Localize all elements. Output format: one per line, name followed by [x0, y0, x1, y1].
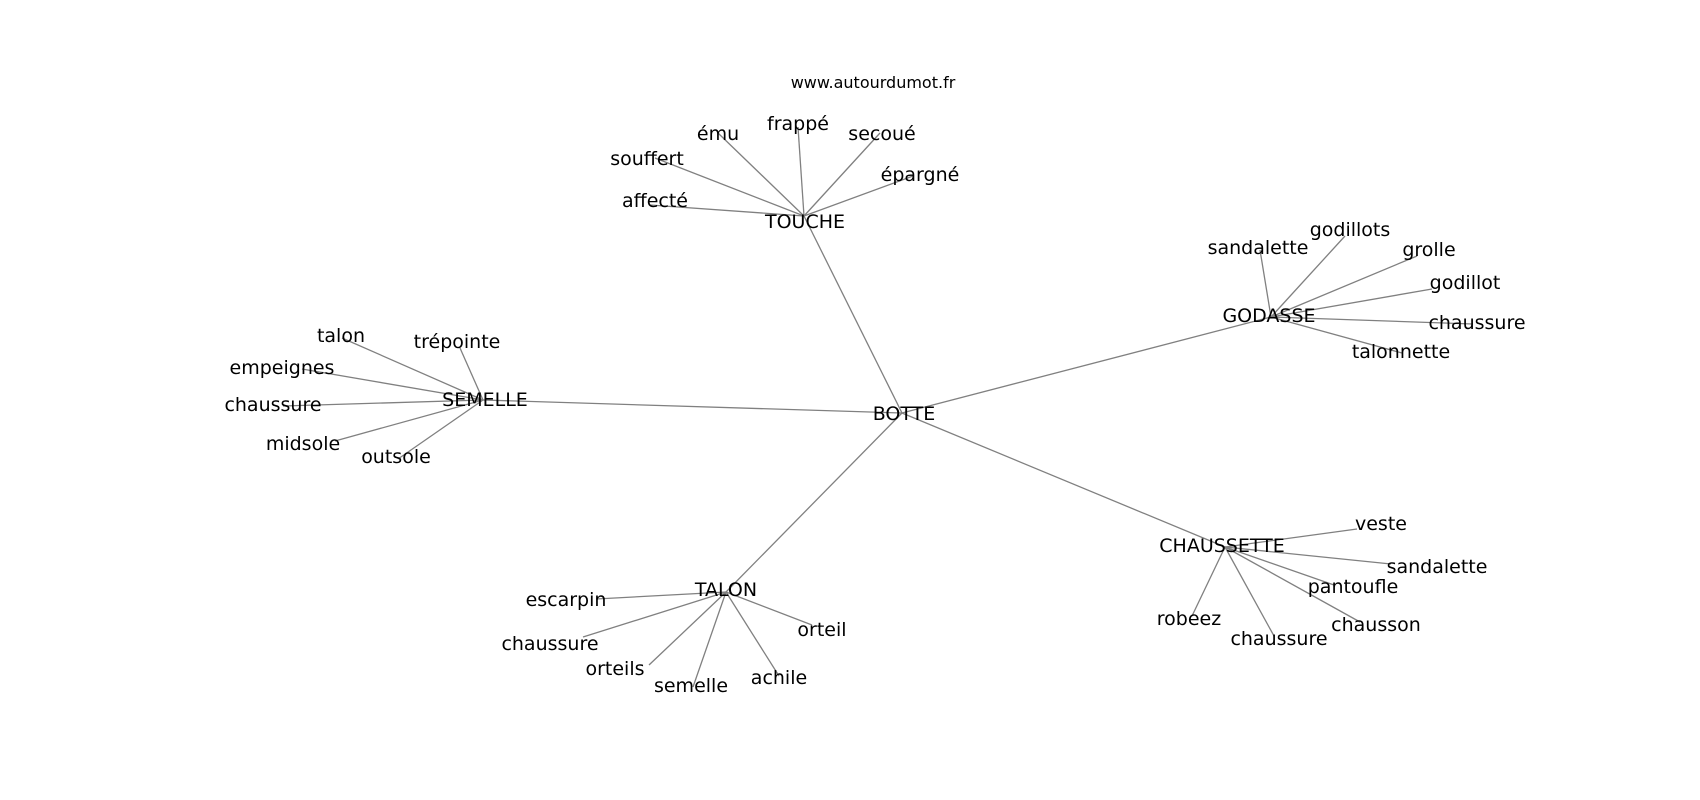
- edge-godasse-godillot: [1270, 288, 1433, 318]
- leaf-node-talon-orteils[interactable]: orteils: [585, 658, 644, 680]
- edge-chaussette-robeez: [1191, 546, 1226, 617]
- edge-touche-emu: [717, 132, 805, 217]
- edge-chaussette-pantoufle: [1224, 546, 1335, 586]
- edge-semelle-chaussure: [282, 399, 484, 407]
- edge-talon-achile: [725, 591, 780, 677]
- edge-semelle-empeignes: [301, 368, 484, 401]
- edge-touche-epargne: [803, 175, 914, 217]
- leaf-node-semelle-chaussure[interactable]: chaussure: [224, 394, 321, 416]
- edge-talon-orteils: [648, 591, 727, 666]
- leaf-node-semelle-empeignes[interactable]: empeignes: [230, 357, 335, 379]
- leaf-node-touche-epargne[interactable]: épargné: [881, 164, 960, 186]
- leaf-node-chaussette-chausson[interactable]: chausson: [1331, 614, 1421, 636]
- hub-node-talon[interactable]: TALON: [694, 579, 757, 601]
- leaf-node-talon-chaussure[interactable]: chaussure: [501, 633, 598, 655]
- source-credit[interactable]: www.autourdumot.fr: [791, 73, 956, 92]
- leaf-node-godasse-grolle[interactable]: grolle: [1402, 239, 1455, 261]
- leaf-node-chaussette-veste[interactable]: veste: [1355, 513, 1407, 535]
- edge-semelle-outsole: [397, 399, 484, 460]
- edge-chaussette-chaussure: [1224, 546, 1275, 637]
- leaf-node-semelle-talon[interactable]: talon: [317, 325, 365, 347]
- leaf-node-touche-emu[interactable]: ému: [697, 123, 739, 145]
- hub-node-chaussette[interactable]: CHAUSSETTE: [1159, 535, 1284, 557]
- leaf-node-talon-semelle[interactable]: semelle: [654, 675, 728, 697]
- edge-botte-talon: [725, 412, 903, 593]
- leaf-node-semelle-midsole[interactable]: midsole: [266, 433, 340, 455]
- edge-botte-semelle: [482, 399, 903, 414]
- center-node-botte[interactable]: BOTTE: [873, 403, 936, 425]
- edge-talon-orteil: [725, 591, 813, 626]
- leaf-node-godasse-chaussure[interactable]: chaussure: [1428, 312, 1525, 334]
- leaf-node-talon-escarpin[interactable]: escarpin: [526, 589, 607, 611]
- leaf-node-godasse-sandalette[interactable]: sandalette: [1208, 237, 1309, 259]
- edge-chaussette-sandalette: [1224, 546, 1392, 565]
- leaf-node-touche-frappe[interactable]: frappé: [767, 113, 829, 135]
- leaf-node-chaussette-pantoufle[interactable]: pantoufle: [1308, 576, 1399, 598]
- hub-node-touche[interactable]: TOUCHE: [764, 211, 845, 233]
- leaf-node-godasse-godillots[interactable]: godillots: [1310, 219, 1391, 241]
- leaf-node-chaussette-sandalette[interactable]: sandalette: [1387, 556, 1488, 578]
- leaf-node-godasse-talonnette[interactable]: talonnette: [1352, 341, 1450, 363]
- leaf-node-talon-achile[interactable]: achile: [751, 667, 807, 689]
- edge-touche-souffert: [654, 157, 805, 217]
- edge-botte-touche: [803, 215, 903, 414]
- leaf-node-godasse-godillot[interactable]: godillot: [1430, 272, 1501, 294]
- edge-semelle-talon: [341, 337, 484, 401]
- leaf-node-touche-secoue[interactable]: secoué: [848, 123, 915, 145]
- leaf-node-touche-affecte[interactable]: affecté: [622, 190, 688, 212]
- edge-chaussette-chausson: [1224, 546, 1361, 623]
- edge-godasse-sandalette: [1259, 249, 1272, 318]
- edge-godasse-godillots: [1270, 235, 1346, 318]
- edge-godasse-grolle: [1270, 255, 1418, 318]
- hub-node-godasse[interactable]: GODASSE: [1222, 305, 1315, 327]
- leaf-node-talon-orteil[interactable]: orteil: [797, 619, 846, 641]
- leaf-node-touche-souffert[interactable]: souffert: [610, 148, 684, 170]
- edge-touche-frappe: [797, 126, 805, 217]
- edge-chaussette-veste: [1224, 528, 1358, 548]
- edge-botte-chaussette: [901, 412, 1226, 548]
- edge-talon-semelle: [692, 591, 727, 688]
- leaf-node-chaussette-robeez[interactable]: robeez: [1157, 608, 1221, 630]
- leaf-node-semelle-trepointe[interactable]: trépointe: [414, 331, 501, 353]
- leaf-node-semelle-outsole[interactable]: outsole: [361, 446, 431, 468]
- edge-botte-godasse: [901, 316, 1272, 414]
- hub-node-semelle[interactable]: SEMELLE: [442, 389, 528, 411]
- edge-layer: [282, 126, 1474, 688]
- edge-touche-secoue: [803, 132, 881, 217]
- edge-touche-affecte: [649, 204, 805, 217]
- label-layer: ému frappé secoué souffert épargné affectéTOU…: [224, 113, 1525, 697]
- edge-talon-chaussure: [582, 591, 727, 638]
- edge-godasse-chaussure: [1270, 316, 1474, 325]
- edge-talon-escarpin: [595, 591, 727, 600]
- edge-semelle-trepointe: [459, 347, 484, 401]
- edge-godasse-talonnette: [1270, 316, 1403, 354]
- edge-semelle-midsole: [334, 399, 484, 442]
- leaf-node-chaussette-chaussure[interactable]: chaussure: [1230, 628, 1327, 650]
